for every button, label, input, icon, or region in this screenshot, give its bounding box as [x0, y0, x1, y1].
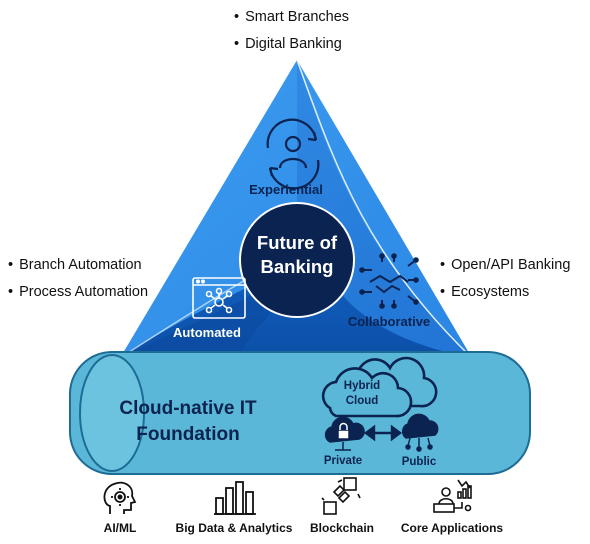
hybrid-cloud-icon [321, 356, 438, 418]
bullet-branch-automation: Branch Automation [8, 257, 142, 273]
foundation-title-line2: Foundation [136, 424, 239, 445]
bottom-label-core-apps: Core Applications [401, 521, 504, 535]
ai-head-icon [103, 481, 137, 514]
bottom-label-blockchain: Blockchain [310, 521, 374, 535]
bullet-smart-branches: Smart Branches [234, 9, 349, 25]
hybrid-label-line1: Hybrid [344, 380, 380, 392]
cloud-network-icon [402, 413, 439, 452]
bullet-process-automation: Process Automation [8, 284, 148, 300]
handshake-circuit-icon [359, 253, 419, 309]
cloud-lock-icon [324, 416, 365, 451]
center-title-line2: Banking [261, 256, 334, 277]
double-arrow-icon [364, 424, 402, 442]
pyramid [120, 60, 472, 358]
foundation-title-line1: Cloud-native IT [119, 398, 257, 419]
private-label: Private [324, 455, 362, 467]
blockchain-icon [321, 477, 361, 515]
collaborative-label: Collaborative [348, 314, 430, 329]
center-title-line1: Future of [257, 232, 338, 253]
person-cycle-icon [266, 118, 320, 190]
bottom-label-aiml: AI/ML [104, 521, 137, 535]
hybrid-label-line2: Cloud [346, 395, 379, 407]
public-label: Public [402, 456, 437, 468]
network-gear-icon [192, 277, 246, 319]
bar-chart-icon [214, 481, 256, 515]
bullet-digital-banking: Digital Banking [234, 36, 342, 52]
bottom-label-bigdata: Big Data & Analytics [176, 521, 293, 535]
core-apps-icon [433, 479, 472, 513]
center-circle [239, 202, 355, 318]
bullet-ecosystems: Ecosystems [440, 284, 529, 300]
bullet-open-api-banking: Open/API Banking [440, 257, 570, 273]
experiential-label: Experiential [249, 182, 323, 197]
automated-label: Automated [173, 325, 241, 340]
